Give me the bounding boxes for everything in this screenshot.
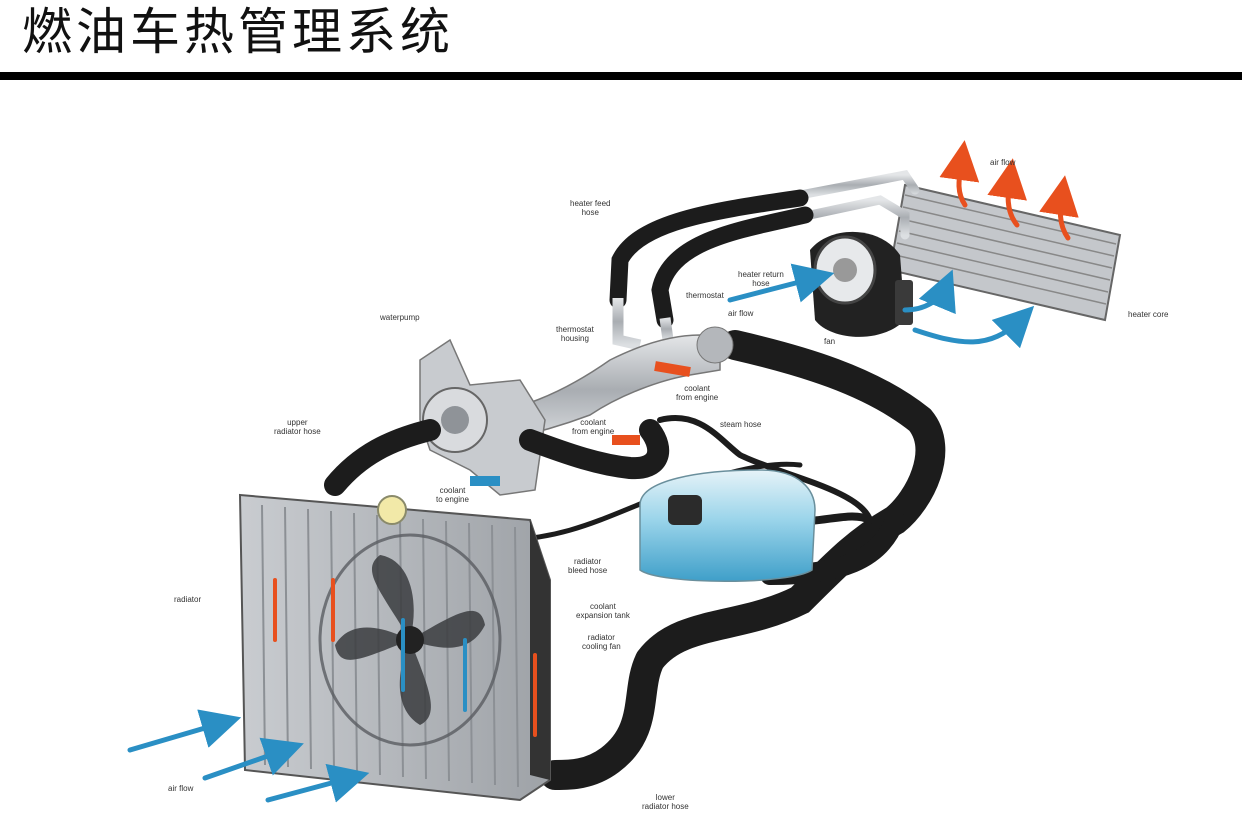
label-waterpump: waterpump bbox=[380, 313, 420, 322]
heater-air-flow-arrows bbox=[939, 140, 1079, 241]
label-air-flow-fan: air flow bbox=[728, 309, 754, 318]
label-heater-core: heater core bbox=[1128, 310, 1169, 319]
label-air-flow-top: air flow bbox=[990, 158, 1016, 167]
label-thermostat: thermostat bbox=[686, 291, 724, 300]
label-air-flow-bottom: air flow bbox=[168, 784, 194, 793]
coolant-arrows bbox=[470, 361, 691, 486]
label-upper-radiator-hose: upper radiator hose bbox=[274, 418, 321, 436]
label-coolant-from-engine-top: coolant from engine bbox=[676, 384, 719, 402]
label-heater-return-hose: heater return hose bbox=[738, 270, 784, 288]
label-lower-radiator-hose: lower radiator hose bbox=[642, 793, 689, 811]
label-radiator-bleed-hose: radiator bleed hose bbox=[568, 557, 608, 575]
page-title: 燃油车热管理系统 bbox=[22, 3, 454, 61]
title-divider bbox=[0, 72, 1242, 80]
label-coolant-to-engine: coolant to engine bbox=[436, 486, 469, 504]
heater-pipes bbox=[795, 170, 920, 240]
heater-hoses bbox=[609, 189, 814, 329]
label-steam-hose: steam hose bbox=[720, 420, 762, 429]
heater-core bbox=[888, 183, 1122, 322]
label-radiator: radiator bbox=[174, 595, 202, 604]
air-flow-arrows bbox=[127, 263, 1035, 803]
label-radiator-cooling-fan: radiator cooling fan bbox=[582, 633, 621, 651]
label-coolant-from-engine-mid: coolant from engine bbox=[572, 418, 615, 436]
radiator bbox=[238, 493, 551, 802]
label-thermostat-housing: thermostat housing bbox=[556, 325, 594, 343]
expansion-tank bbox=[639, 469, 816, 582]
blower-fan bbox=[810, 231, 913, 337]
label-coolant-expansion-tank: coolant expansion tank bbox=[576, 602, 630, 620]
label-heater-feed-hose: heater feed hose bbox=[570, 199, 611, 217]
water-pump bbox=[419, 338, 546, 496]
label-fan: fan bbox=[824, 337, 836, 346]
